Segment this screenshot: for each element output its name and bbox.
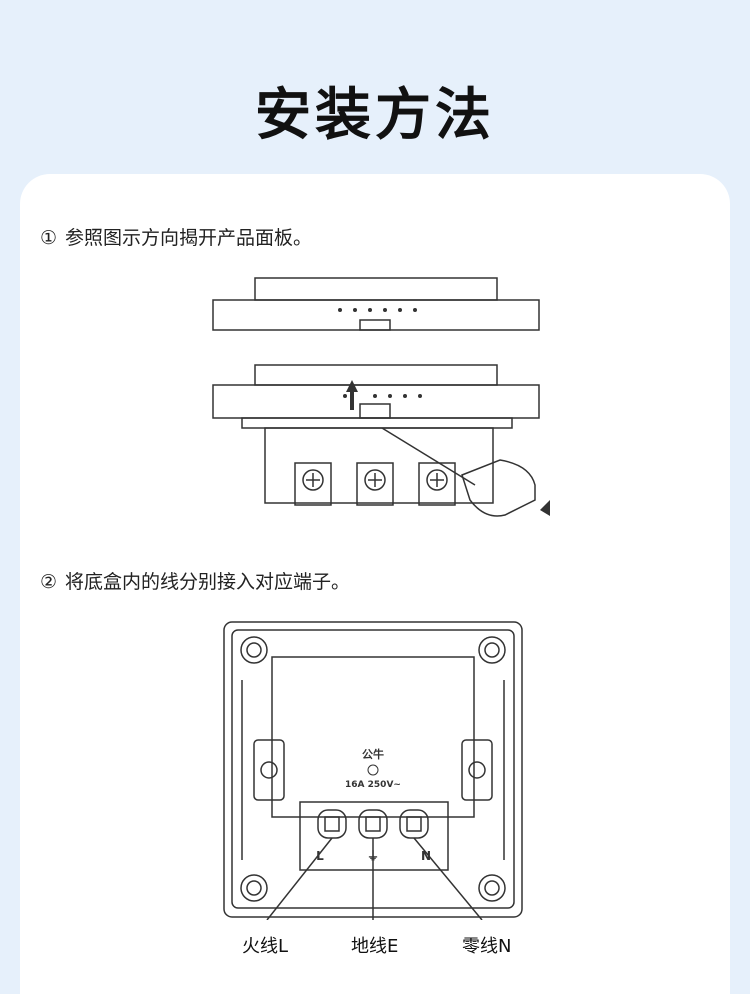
neutral-wire-label: 零线N	[462, 936, 512, 957]
step-1-text: 参照图示方向揭开产品面板。	[65, 227, 313, 249]
step-2-number: ②	[40, 571, 58, 593]
socket-back-diagram: 公牛 16A 250V~ L ⏚ N	[223, 621, 523, 920]
step-2-text: 将底盒内的线分别接入对应端子。	[65, 571, 351, 593]
terminal-e-symbol: ⏚	[367, 849, 379, 863]
socket-brand: 公牛	[362, 747, 384, 761]
step-2: ② 将底盒内的线分别接入对应端子。	[40, 567, 350, 594]
socket-rating: 16A 250V~	[345, 780, 401, 790]
terminal-l-letter: L	[316, 849, 324, 863]
instruction-card	[20, 174, 730, 994]
terminal-n-letter: N	[421, 849, 431, 863]
live-wire-label: 火线L	[242, 936, 289, 957]
step-1-number: ①	[40, 227, 58, 249]
panel-removal-diagram	[212, 277, 550, 517]
earth-wire-label: 地线E	[351, 936, 399, 957]
page-title: 安装方法	[255, 83, 495, 148]
step-1: ① 参照图示方向揭开产品面板。	[40, 223, 312, 250]
